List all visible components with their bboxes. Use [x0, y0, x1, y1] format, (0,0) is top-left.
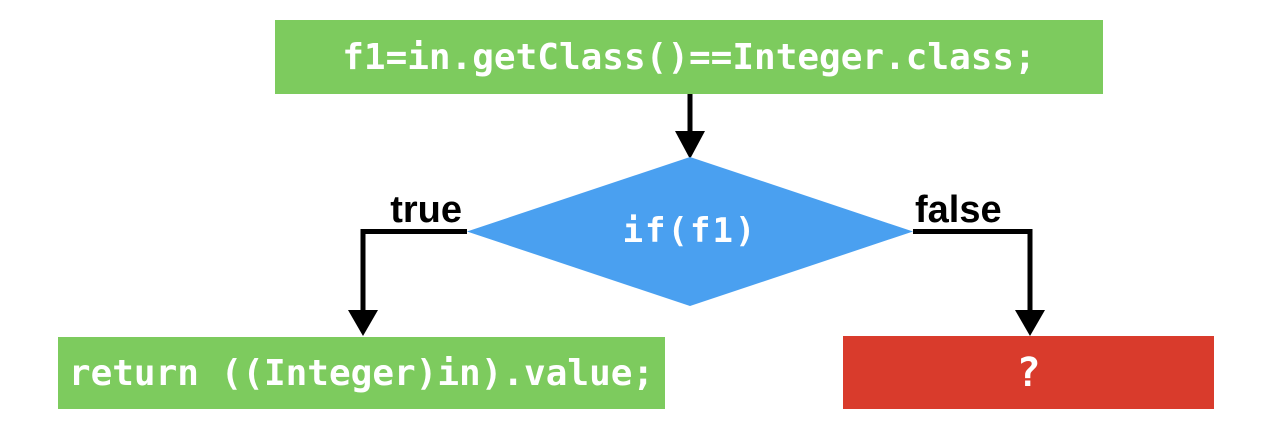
node-start-assignment: f1=in.getClass()==Integer.class;	[275, 20, 1103, 94]
arrow-true-branch	[348, 229, 467, 336]
start-node-code: f1=in.getClass()==Integer.class;	[342, 36, 1036, 78]
true-branch-label: true	[390, 189, 462, 231]
decision-node-label: if(f1)	[560, 206, 820, 256]
arrow-start-to-decision	[675, 94, 705, 159]
false-branch-label: false	[915, 189, 1002, 231]
node-return-value: return ((Integer)in).value;	[58, 337, 665, 409]
node-unknown-result: ?	[843, 336, 1214, 409]
unknown-node-text: ?	[1016, 349, 1041, 396]
decision-condition-code: if(f1)	[622, 211, 758, 251]
return-node-code: return ((Integer)in).value;	[68, 352, 655, 394]
decision-diamond-shape	[467, 157, 913, 306]
arrow-false-branch	[913, 229, 1045, 336]
